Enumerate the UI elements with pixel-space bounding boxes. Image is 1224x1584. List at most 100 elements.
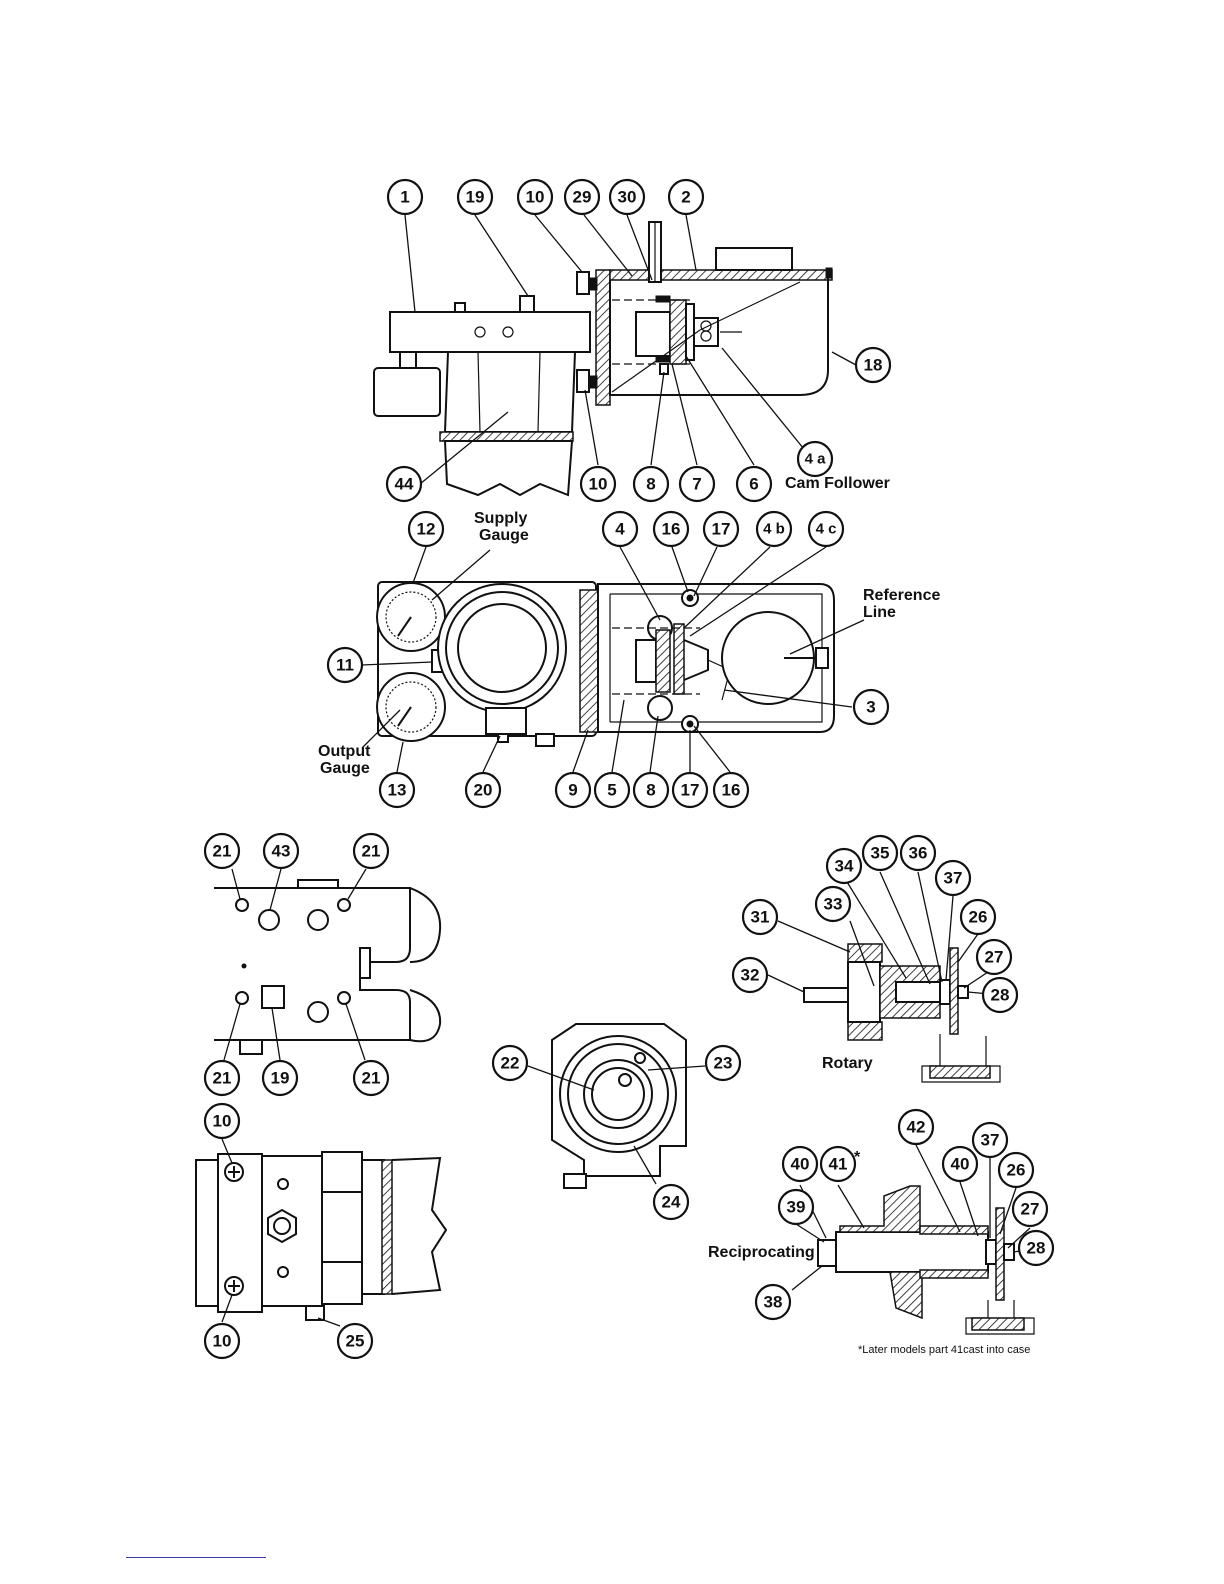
callout: 40 <box>943 1147 977 1181</box>
callout: 1 <box>388 180 422 214</box>
callout: 43 <box>264 834 298 868</box>
callout: 10 <box>205 1104 239 1138</box>
svg-text:24: 24 <box>662 1193 681 1212</box>
callout: 25 <box>338 1324 372 1358</box>
callout: 16 <box>714 773 748 807</box>
callout: 18 <box>856 348 890 382</box>
svg-text:16: 16 <box>722 781 741 800</box>
svg-text:8: 8 <box>646 475 655 494</box>
svg-text:12: 12 <box>417 520 436 539</box>
callout: 28 <box>983 978 1017 1012</box>
callout: 40 <box>783 1147 817 1181</box>
callout: 34 <box>827 849 861 883</box>
callout: 22 <box>493 1046 527 1080</box>
svg-text:36: 36 <box>909 844 928 863</box>
svg-text:17: 17 <box>681 781 700 800</box>
callout: 21 <box>354 1061 388 1095</box>
callout: 37 <box>973 1123 1007 1157</box>
svg-text:30: 30 <box>618 188 637 207</box>
svg-text:19: 19 <box>271 1069 290 1088</box>
label-cam-follower: Cam Follower <box>785 475 890 492</box>
svg-text:42: 42 <box>907 1118 926 1137</box>
callout: 13 <box>380 773 414 807</box>
svg-text:18: 18 <box>864 356 883 375</box>
svg-text:34: 34 <box>835 857 854 876</box>
end-view <box>196 1152 446 1320</box>
svg-text:37: 37 <box>981 1131 1000 1150</box>
label-reference-line-line2: Line <box>863 604 896 621</box>
svg-text:21: 21 <box>362 842 381 861</box>
label-output-gauge-line1: Output <box>318 743 371 760</box>
svg-text:29: 29 <box>573 188 592 207</box>
callout: 26 <box>961 900 995 934</box>
footnote: *Later models part 41cast into case <box>858 1344 1030 1356</box>
svg-text:13: 13 <box>388 781 407 800</box>
svg-text:4 a: 4 a <box>805 451 827 468</box>
callout: 35 <box>863 836 897 870</box>
callout: 44 <box>387 467 421 501</box>
svg-text:23: 23 <box>714 1054 733 1073</box>
callout: 17 <box>704 512 738 546</box>
svg-text:21: 21 <box>213 1069 232 1088</box>
callout: 41 <box>821 1147 855 1181</box>
callout: 20 <box>466 773 500 807</box>
svg-text:8: 8 <box>646 781 655 800</box>
svg-text:3: 3 <box>866 698 875 717</box>
svg-text:44: 44 <box>395 475 414 494</box>
callout: 26 <box>999 1153 1033 1187</box>
callout: 21 <box>205 1061 239 1095</box>
callout: 33 <box>816 887 850 921</box>
svg-text:19: 19 <box>466 188 485 207</box>
svg-text:39: 39 <box>787 1198 806 1217</box>
svg-text:28: 28 <box>991 986 1010 1005</box>
callout: 12 <box>409 512 443 546</box>
callout: 9 <box>556 773 590 807</box>
svg-text:20: 20 <box>474 781 493 800</box>
callout: 32 <box>733 958 767 992</box>
callout: 39 <box>779 1190 813 1224</box>
middle-plan-view <box>377 582 834 746</box>
callout: 30 <box>610 180 644 214</box>
callout: 37 <box>936 861 970 895</box>
callout: 11 <box>328 648 362 682</box>
callout: 4 b <box>757 512 791 546</box>
svg-text:43: 43 <box>272 842 291 861</box>
callout: 21 <box>205 834 239 868</box>
callout: 27 <box>977 940 1011 974</box>
svg-text:7: 7 <box>692 475 701 494</box>
callout: 4 <box>603 512 637 546</box>
svg-text:35: 35 <box>871 844 890 863</box>
callout: 31 <box>743 900 777 934</box>
callout: 24 <box>654 1185 688 1219</box>
svg-text:31: 31 <box>751 908 770 927</box>
callout: 29 <box>565 180 599 214</box>
svg-text:21: 21 <box>213 842 232 861</box>
callout: 27 <box>1013 1192 1047 1226</box>
callout: 21 <box>354 834 388 868</box>
svg-text:41: 41 <box>829 1155 848 1174</box>
svg-text:2: 2 <box>681 188 690 207</box>
svg-text:16: 16 <box>662 520 681 539</box>
callout: 23 <box>706 1046 740 1080</box>
svg-text:10: 10 <box>213 1112 232 1131</box>
svg-text:10: 10 <box>589 475 608 494</box>
svg-text:21: 21 <box>362 1069 381 1088</box>
svg-text:4 b: 4 b <box>763 521 785 538</box>
label-rotary: Rotary <box>822 1055 873 1072</box>
svg-text:40: 40 <box>951 1155 970 1174</box>
callout: 6 <box>737 467 771 501</box>
svg-text:40: 40 <box>791 1155 810 1174</box>
callout: 28 <box>1019 1231 1053 1265</box>
callout: 19 <box>458 180 492 214</box>
flange-face-view <box>552 1024 686 1188</box>
svg-text:22: 22 <box>501 1054 520 1073</box>
label-supply-gauge-line2: Gauge <box>479 527 529 544</box>
callout: 36 <box>901 836 935 870</box>
callout: 7 <box>680 467 714 501</box>
callout: 4 c <box>809 512 843 546</box>
svg-text:26: 26 <box>1007 1161 1026 1180</box>
callout: 16 <box>654 512 688 546</box>
callout: 10 <box>518 180 552 214</box>
svg-text:4 c: 4 c <box>816 521 837 538</box>
callout: 19 <box>263 1061 297 1095</box>
